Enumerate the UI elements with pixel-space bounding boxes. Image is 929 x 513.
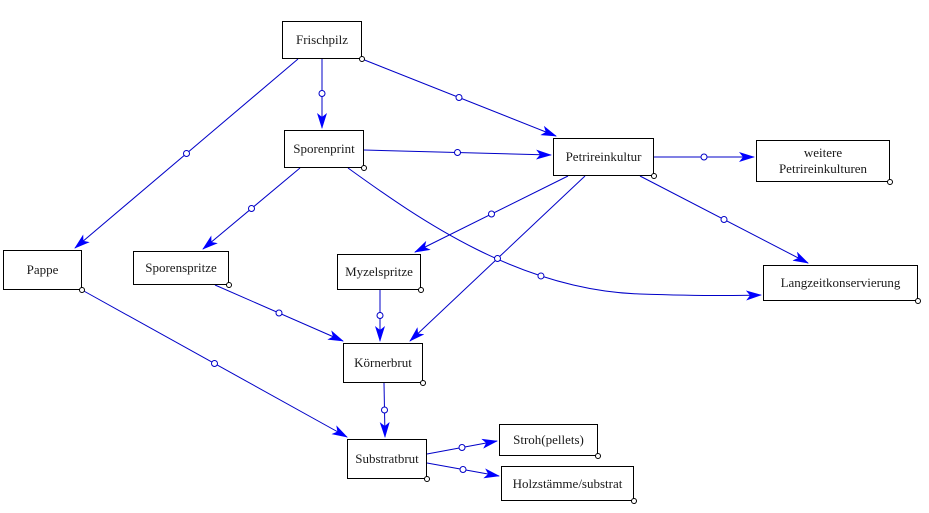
edge-midpoint-handle[interactable]	[454, 149, 461, 156]
resize-handle[interactable]	[595, 453, 601, 459]
node-weitere-petrireinkulturen[interactable]: weitere Petrireinkulturen	[756, 140, 890, 182]
edge-midpoint-handle[interactable]	[248, 205, 255, 212]
node-frischpilz[interactable]: Frischpilz	[282, 21, 362, 59]
node-myzelspritze[interactable]: Myzelspritze	[337, 254, 421, 290]
edge-midpoint-handle[interactable]	[488, 210, 495, 218]
resize-handle[interactable]	[887, 179, 893, 185]
edge-midpoint-handle[interactable]	[700, 153, 708, 161]
edge-midpoint-handle[interactable]	[494, 255, 501, 262]
node-holzstaemme-substrat[interactable]: Holzstämme/substrat	[501, 466, 634, 501]
resize-handle[interactable]	[79, 287, 85, 293]
edge-midpoint-handle[interactable]	[459, 466, 467, 473]
node-sporenprint[interactable]: Sporenprint	[284, 130, 364, 168]
node-koernerbrut[interactable]: Körnerbrut	[343, 343, 423, 383]
edge-midpoint-handle[interactable]	[211, 360, 218, 367]
resize-handle[interactable]	[915, 298, 921, 304]
resize-handle[interactable]	[359, 56, 365, 62]
resize-handle[interactable]	[226, 282, 232, 288]
resize-handle[interactable]	[631, 498, 637, 504]
resize-handle[interactable]	[424, 476, 430, 482]
edge-midpoint-handle[interactable]	[381, 406, 388, 414]
edge-midpoint-handle[interactable]	[275, 309, 283, 317]
edge-midpoint-handle[interactable]	[183, 150, 190, 157]
edge-sporenprint-to-langzeit[interactable]	[347, 167, 762, 301]
node-langzeitkonservierung[interactable]: Langzeitkonservierung	[763, 265, 918, 301]
resize-handle[interactable]	[651, 173, 657, 179]
resize-handle[interactable]	[418, 287, 424, 293]
edge-midpoint-handle[interactable]	[537, 272, 545, 280]
node-petrireinkultur[interactable]: Petrireinkultur	[553, 138, 654, 176]
node-sporenspritze[interactable]: Sporenspritze	[133, 251, 229, 285]
node-pappe[interactable]: Pappe	[3, 250, 82, 290]
edge-midpoint-handle[interactable]	[458, 444, 466, 451]
edge-midpoint-handle[interactable]	[318, 90, 326, 97]
node-substratbrut[interactable]: Substratbrut	[347, 439, 427, 479]
resize-handle[interactable]	[361, 165, 367, 171]
edge-layer	[74, 58, 809, 479]
node-stroh-pellets[interactable]: Stroh(pellets)	[499, 424, 598, 456]
edge-midpoint-handle[interactable]	[720, 216, 728, 223]
edge-midpoint-handle[interactable]	[455, 94, 463, 101]
edge-midpoint-handle[interactable]	[376, 312, 384, 319]
resize-handle[interactable]	[420, 380, 426, 386]
